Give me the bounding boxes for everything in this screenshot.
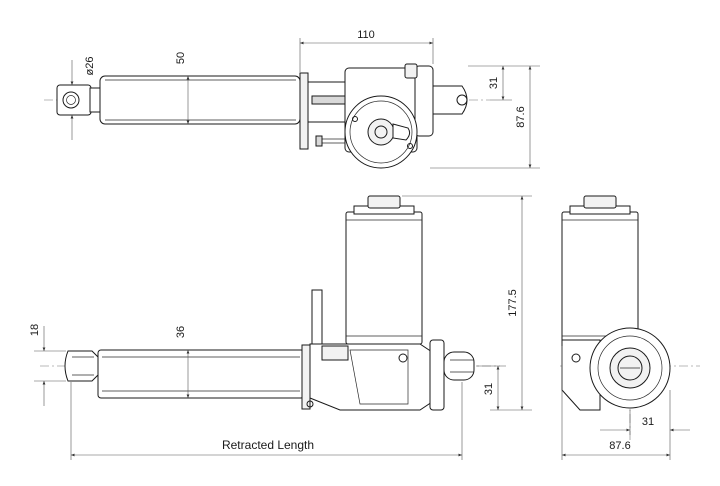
dim-retracted-length: Retracted Length <box>222 438 314 452</box>
dim-top-offset: 31 <box>488 77 500 89</box>
dim-side-width: 87.6 <box>609 440 630 452</box>
dim-top-length: 110 <box>357 29 375 41</box>
front-view: 177.5 18 36 31 Retracted Length <box>29 195 532 460</box>
dim-bottom-tube: 36 <box>175 326 187 338</box>
dim-top-diameter: ø26 <box>84 57 96 76</box>
dim-top-tube: 50 <box>175 52 187 64</box>
dim-top-height: 87.6 <box>515 106 527 127</box>
top-view: 110 ø26 50 31 87.6 <box>44 29 540 169</box>
side-view: 31 87.6 <box>560 195 700 460</box>
dim-bottom-offset: 31 <box>483 383 495 395</box>
dim-bottom-rod: 18 <box>29 324 41 336</box>
dim-side-offset: 31 <box>642 416 654 428</box>
dim-bottom-height: 177.5 <box>507 289 519 317</box>
